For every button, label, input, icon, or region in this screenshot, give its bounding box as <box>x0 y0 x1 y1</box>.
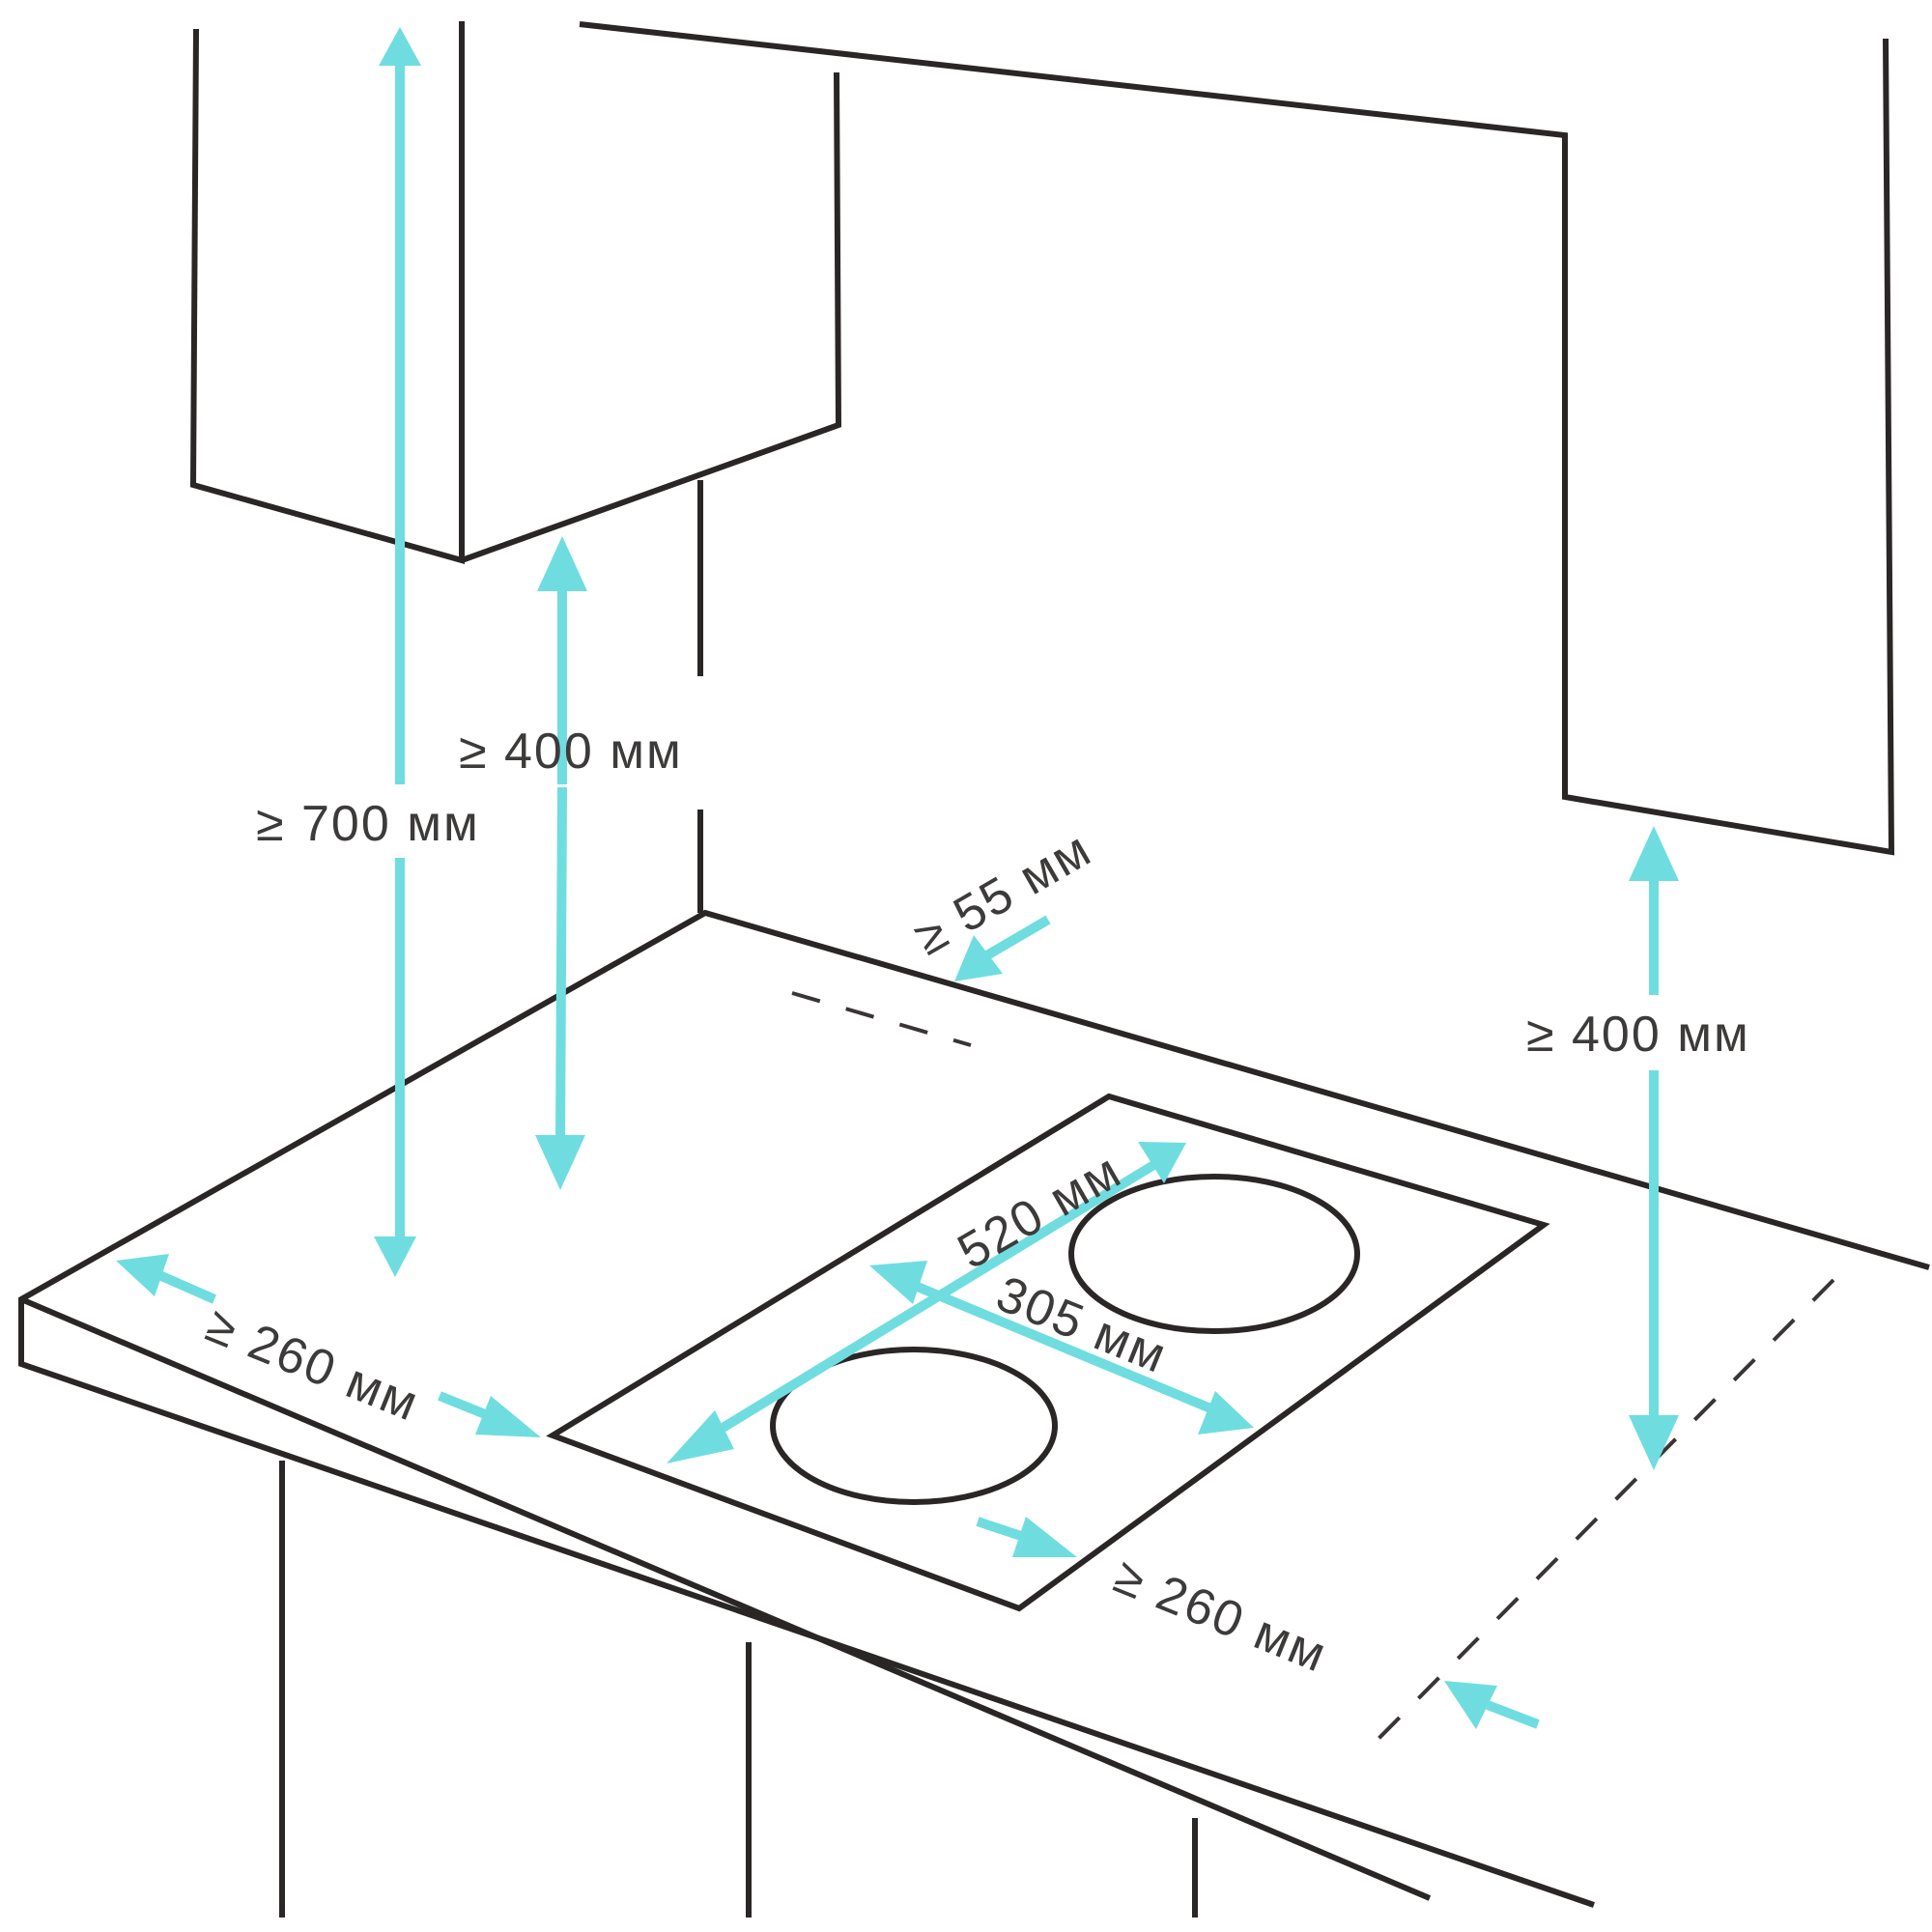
arrow-right-side-gap <box>976 1517 1077 1557</box>
countertop <box>18 909 1930 1908</box>
label-left-side-gap: ≥ 260 мм <box>199 1296 428 1433</box>
labels: ≥ 700 мм ≥ 400 мм ≥ 400 мм ≥ 55 мм 520 м… <box>199 724 1750 1684</box>
label-right-side-gap: ≥ 260 мм <box>1107 1548 1336 1684</box>
dimension-arrows <box>116 27 1679 1729</box>
left-wall-cabinet <box>189 21 842 564</box>
arrow-hob-width <box>869 1261 1254 1435</box>
arrow-right-clearance <box>1629 826 1679 1470</box>
label-top-height: ≥ 700 мм <box>256 796 480 852</box>
arrow-top-height <box>374 27 421 1277</box>
front-burner <box>770 1347 1058 1505</box>
arrow-left-side-gap <box>116 1254 541 1437</box>
arrow-back-gap <box>954 915 1051 981</box>
hob <box>546 1093 1550 1612</box>
arrow-left-clearance <box>535 536 587 1190</box>
back-burner <box>1068 1174 1360 1334</box>
label-right-clearance: ≥ 400 мм <box>1526 1007 1750 1063</box>
right-wall-cabinet <box>579 21 1895 856</box>
label-left-clearance: ≥ 400 мм <box>459 724 683 780</box>
arrow-corner-small <box>1444 1681 1540 1729</box>
label-hob-depth: 520 мм <box>949 1143 1131 1281</box>
base-cabinet-legs <box>279 1461 1198 1918</box>
